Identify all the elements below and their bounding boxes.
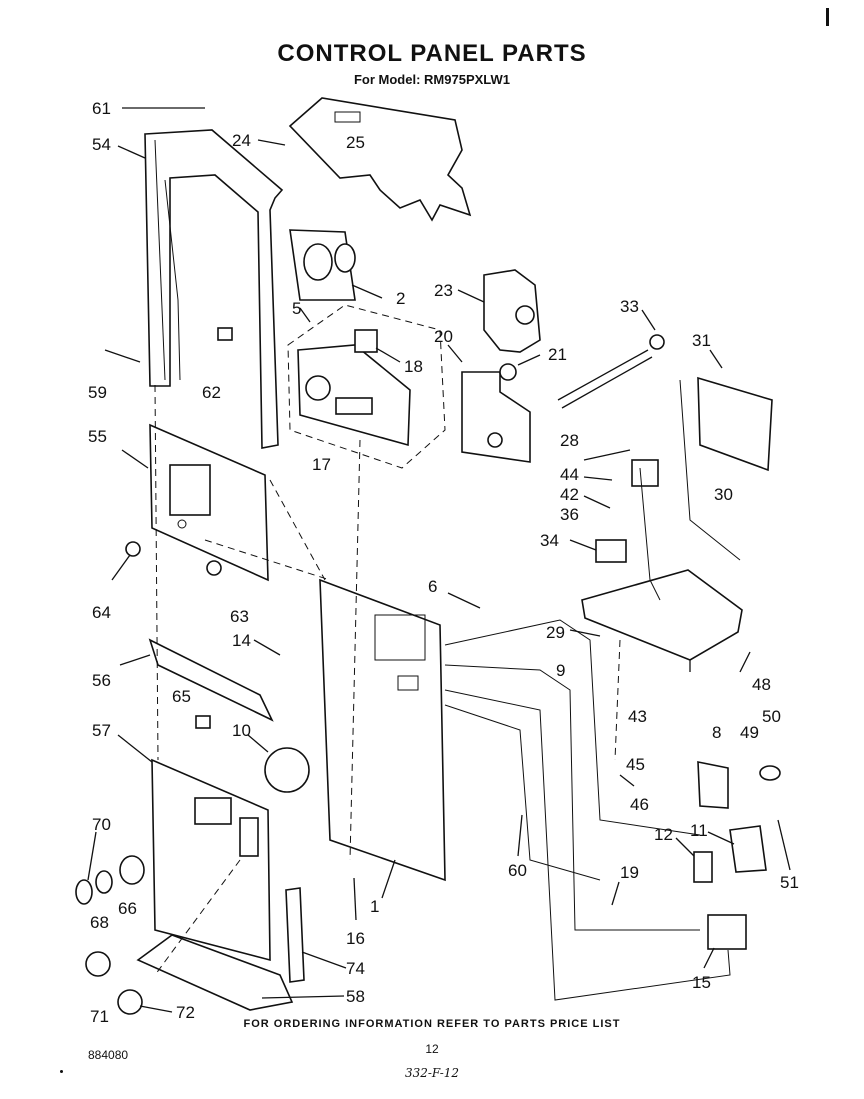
page-title: CONTROL PANEL PARTS: [277, 40, 587, 67]
callout-16: 16: [346, 929, 365, 948]
part-12-plug: [693, 851, 713, 883]
callout-64: 64: [92, 603, 111, 622]
callout-61: 61: [92, 99, 111, 118]
part-34-switch: [595, 539, 627, 563]
part-57-front-panel: [151, 758, 271, 962]
part-49-fitting: [759, 765, 781, 781]
callout-50: 50: [762, 707, 781, 726]
callout-57: 57: [92, 721, 111, 740]
callout-74: 74: [346, 959, 365, 978]
part-74-strip: [285, 887, 305, 983]
part-71-knob: [85, 951, 111, 977]
callout-60: 60: [508, 861, 527, 880]
callout-5: 5: [292, 299, 301, 318]
callout-29: 29: [546, 623, 565, 642]
callout-58: 58: [346, 987, 365, 1006]
part-28-rod: [557, 349, 653, 409]
callout-6: 6: [428, 577, 437, 596]
callout-49: 49: [740, 723, 759, 742]
part-56-strip: [148, 638, 274, 722]
callout-19: 19: [620, 863, 639, 882]
part-23-relay: [483, 269, 541, 353]
callout-11: 11: [690, 821, 708, 840]
ordering-note: FOR ORDERING INFORMATION REFER TO PARTS …: [243, 1018, 621, 1030]
part-15-connector: [707, 914, 747, 950]
callout-34: 34: [540, 531, 559, 550]
part-58-trim: [136, 934, 294, 1011]
part-30-plate: [697, 376, 773, 472]
callout-63: 63: [230, 607, 249, 626]
part-62-knob: [217, 327, 233, 341]
callout-48: 48: [752, 675, 771, 694]
callout-71: 71: [90, 1007, 109, 1026]
part-55-panel: [149, 423, 269, 582]
callout-10: 10: [232, 721, 251, 740]
part-72-knob: [117, 989, 143, 1015]
callout-18: 18: [404, 357, 423, 376]
part-24-bracket-plate: [288, 97, 472, 222]
part-70-68-66-knobs: [75, 855, 145, 905]
callout-36: 36: [560, 505, 579, 524]
callout-66: 66: [118, 899, 137, 918]
callout-31: 31: [692, 331, 711, 350]
callout-46: 46: [630, 795, 649, 814]
callout-44: 44: [560, 465, 579, 484]
part-17-timer-module: [287, 304, 446, 469]
callout-24: 24: [232, 131, 251, 150]
part-63-nut: [206, 560, 222, 576]
callout-9: 9: [556, 661, 565, 680]
callout-21: 21: [548, 345, 567, 364]
callout-labels: 61 54 24 25 2 23 5 18 20 33 31 21 59 62 …: [88, 99, 799, 1026]
part-21-nut: [499, 363, 517, 381]
part-54-side-frame: [144, 129, 284, 449]
part-29-bracket: [581, 569, 743, 672]
callout-65: 65: [172, 687, 191, 706]
stray-dot: [60, 1070, 63, 1073]
drawing-code: 884080: [88, 1048, 129, 1062]
callout-23: 23: [434, 281, 453, 300]
callout-45: 45: [626, 755, 645, 774]
callout-33: 33: [620, 297, 639, 316]
part-2-switch-block: [289, 229, 356, 301]
callout-25: 25: [346, 133, 365, 152]
callout-8: 8: [712, 723, 721, 742]
part-42-switch: [631, 459, 659, 487]
callout-43: 43: [628, 707, 647, 726]
callout-17: 17: [312, 455, 331, 474]
model-subtitle: For Model: RM975PXLW1: [353, 72, 511, 87]
part-10-gear-dial: [264, 747, 310, 793]
callout-62: 62: [202, 383, 221, 402]
part-65-screw: [195, 715, 211, 729]
part-64-nut: [125, 541, 141, 557]
callout-56: 56: [92, 671, 111, 690]
handwritten-reference: 332-F-12: [404, 1066, 460, 1080]
callout-70: 70: [92, 815, 111, 834]
callout-42: 42: [560, 485, 579, 504]
part-11-box: [729, 825, 767, 873]
callout-72: 72: [176, 1003, 195, 1022]
callout-1: 1: [370, 897, 379, 916]
part-33-nut: [649, 334, 665, 350]
corner-mark: [826, 8, 829, 26]
callout-30: 30: [714, 485, 733, 504]
part-1-main-panel: [319, 578, 446, 882]
callout-15: 15: [692, 973, 711, 992]
callout-59: 59: [88, 383, 107, 402]
leader-lines: [87, 107, 791, 1013]
callout-12: 12: [654, 825, 673, 844]
callout-68: 68: [90, 913, 109, 932]
callout-51: 51: [780, 873, 799, 892]
callout-28: 28: [560, 431, 579, 450]
callout-20: 20: [434, 327, 453, 346]
part-20-bracket: [461, 371, 531, 463]
page-number: 12: [425, 1042, 439, 1056]
callout-54: 54: [92, 135, 111, 154]
callout-14: 14: [232, 631, 251, 650]
part-8-block: [697, 761, 729, 809]
callout-2: 2: [396, 289, 405, 308]
callout-55: 55: [88, 427, 107, 446]
